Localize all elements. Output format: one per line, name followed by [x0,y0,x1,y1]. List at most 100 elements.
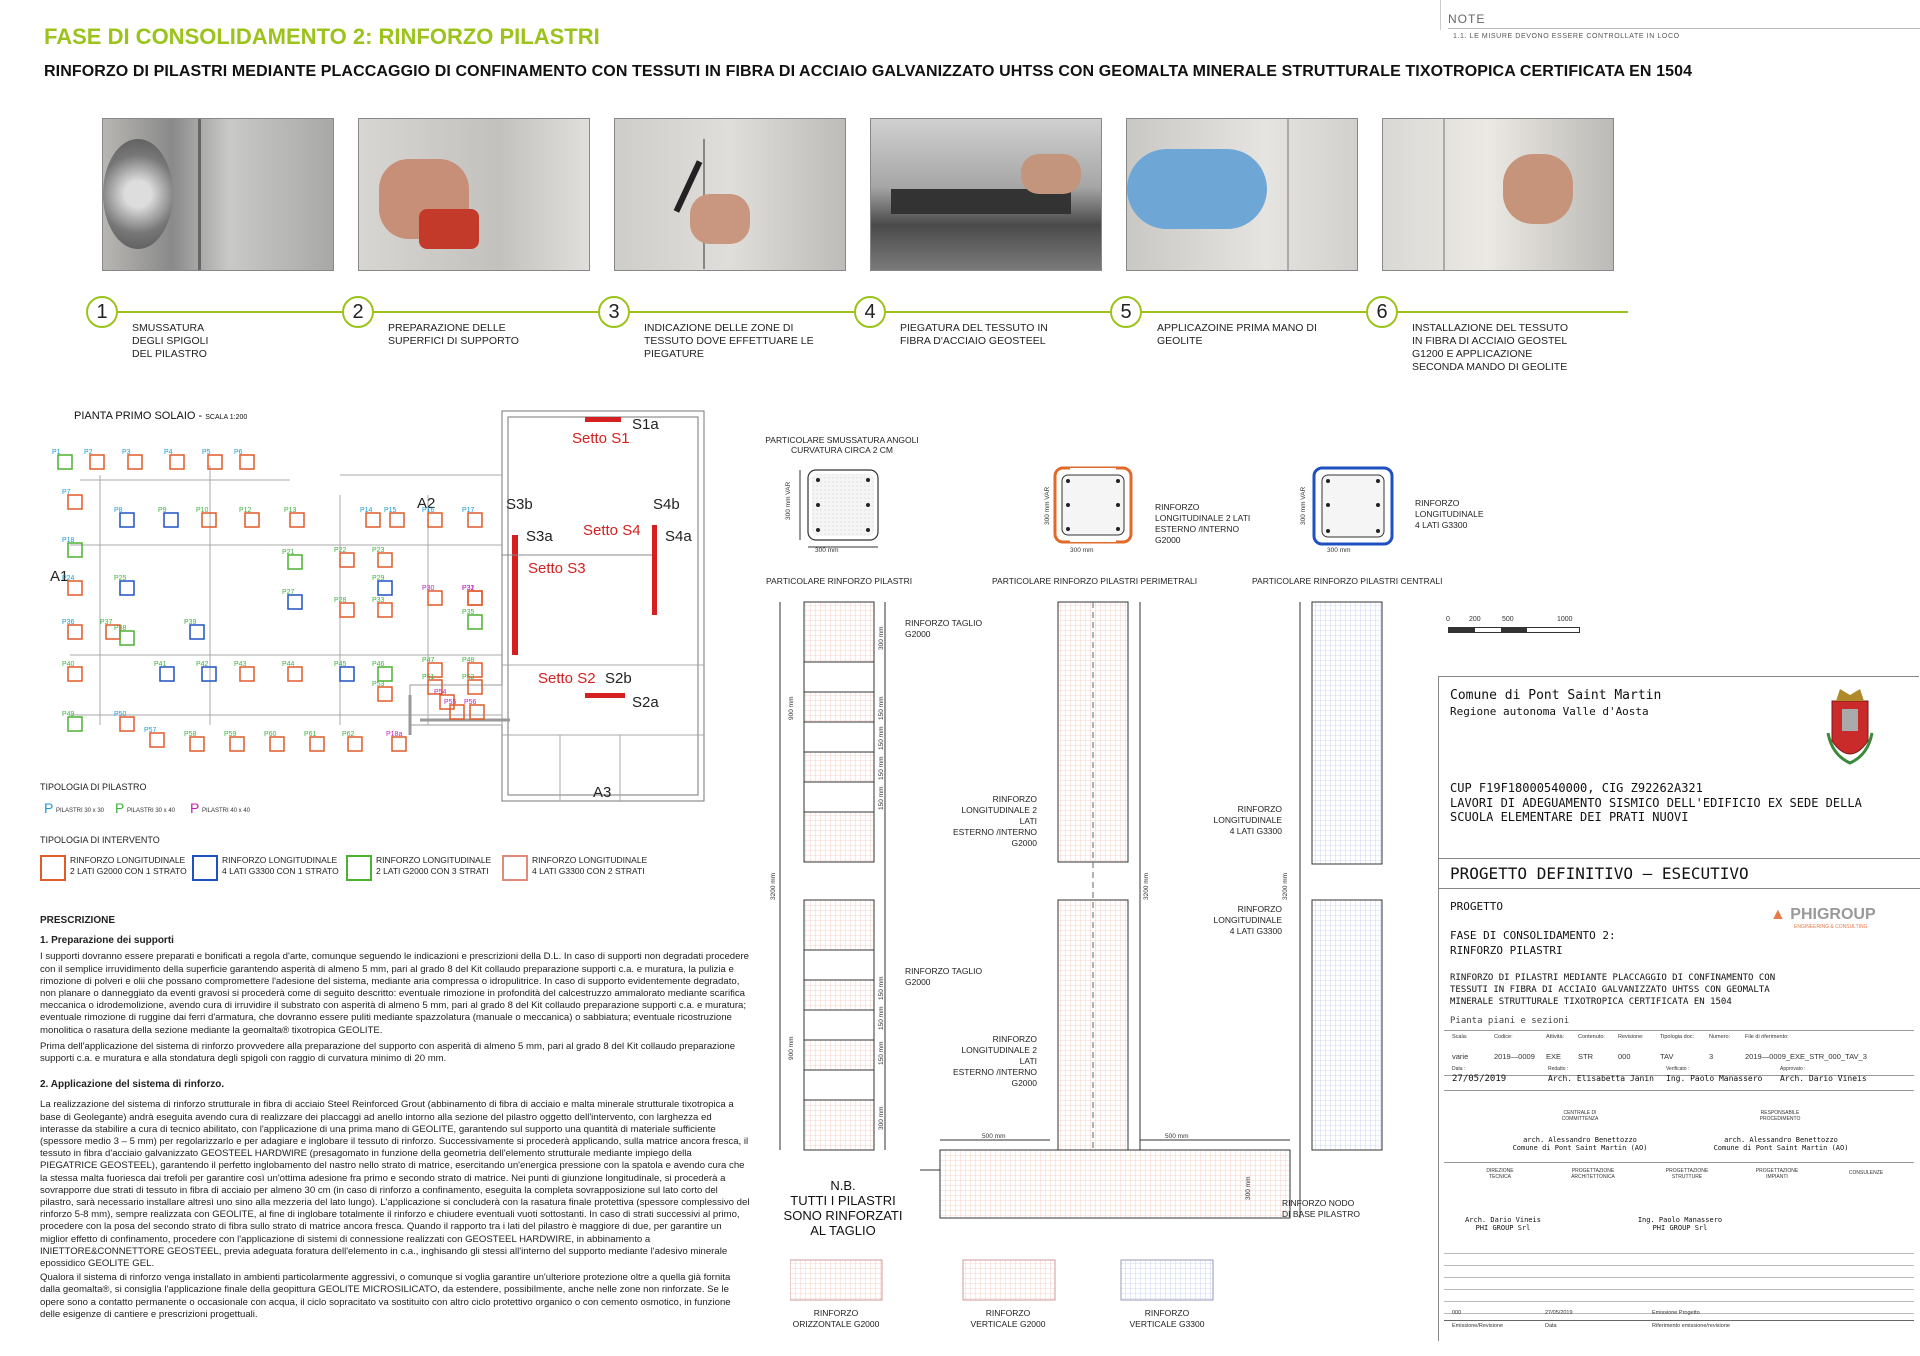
nb-note: N.B. TUTTI I PILASTRI SONO RINFORZATI AL… [783,1178,903,1238]
section-s3a: S3a [526,528,553,545]
setto-s3-label: Setto S3 [528,560,586,577]
code-v-attivita: EXE [1546,1052,1562,1061]
centrale-label: CENTRALE DI COMMITTENZA [1561,1110,1599,1122]
intervention-2-swatch [192,855,218,881]
photo-step-3 [614,118,846,271]
pillar-marker [57,454,73,470]
pillar-label: P21 [282,549,295,556]
photo-step-1 [102,118,334,271]
pillar-type-2-letter: P [115,800,125,816]
detail-1-title: PARTICOLARE SMUSSATURA ANGOLI CURVATURA … [765,435,919,455]
legend-mesh-2: RINFORZO VERTICALE G2000 [970,1308,1046,1329]
photo-step-2 [358,118,590,271]
setto-s2-wall [585,693,625,698]
pillar-label: P6 [234,449,243,456]
pillar-label: P60 [264,731,277,738]
pillar-marker [377,666,393,682]
tb-sub: Pianta piani e sezioni [1450,1016,1570,1026]
legend-mesh-3: RINFORZO VERTICALE G3300 [1129,1308,1205,1329]
pillar-marker [449,704,465,720]
col1-dim-300: 300 mm [878,626,885,650]
pillar-marker [119,512,135,528]
column-2-elevation [939,601,1291,1219]
photo-step-5 [1126,118,1358,271]
rev-row-ref: Emissione Progetto [1652,1310,1700,1316]
base-dim-300: 300 mm [1245,1176,1252,1200]
phigroup-logo-sub: ENGINEERING & CONSULTING [1794,924,1868,930]
pillar-marker [119,580,135,596]
rev-divider [1444,1320,1914,1321]
setto-s2-label: Setto S2 [538,670,596,687]
step-6-circle: 6 [1366,296,1398,328]
pillar-label: P1 [52,449,61,456]
code-v-numero: 3 [1709,1052,1714,1061]
plan-scale: SCALA 1:200 [205,414,248,421]
section-s2b: S2b [605,670,632,687]
setto-s1-label: Setto S1 [572,430,630,447]
pillar-label: P27 [282,589,295,596]
col1-dim-3200: 3200 mm [770,872,777,900]
sig-2: Ing. Paolo Manassero PHI GROUP Srl [1637,1216,1723,1232]
pillar-marker [189,736,205,752]
verificato-label: Verificato : [1666,1066,1690,1072]
pillar-marker [377,686,393,702]
pillar-marker [119,716,135,732]
detail-1-dim-h: 300 mm [815,547,839,554]
code-h-numero: Numero: [1709,1034,1731,1040]
pillar-label: P30 [422,585,435,592]
pillar-marker [365,512,381,528]
tb-divider-2 [1438,888,1920,889]
pillar-label: P36 [62,619,75,626]
page-title: FASE DI CONSOLIDAMENTO 2: RINFORZO PILAS… [44,24,600,49]
detail-2-dim-v: 300 mm VAR [1044,486,1051,525]
pillar-marker [127,454,143,470]
pillar-marker [163,512,179,528]
code-h-contenuto: Contenuto: [1578,1034,1605,1040]
step-4-circle: 4 [854,296,886,328]
pillar-marker [189,624,205,640]
data-label: Data : [1452,1066,1466,1072]
prescription-h2: 2. Applicazione del sistema di rinforzo. [40,1079,225,1091]
detail-2-section [1053,466,1133,544]
col3-mid-label: RINFORZO LONGITUDINALE 4 LATI G3300 [1213,904,1283,936]
step-1-circle: 1 [86,296,118,328]
pillar-marker [229,736,245,752]
pillar-marker [377,602,393,618]
role-3: PROGETTAZIONE STRUTTURE [1665,1168,1709,1180]
col1-dim-900b: 900 mm [788,1036,795,1060]
tb-code-table [1444,1030,1914,1076]
intervention-3-text: RINFORZO LONGITUDINALE 2 LATI G2000 CON … [376,855,492,876]
col3-top-label: RINFORZO LONGITUDINALE 4 LATI G3300 [1213,804,1283,836]
pillar-type-2-text: PILASTRI 30 x 40 [127,808,176,814]
plan-title-text: PIANTA PRIMO SOLAIO - [74,410,203,422]
pillar-label: P48 [462,657,475,664]
pillar-marker [467,590,483,606]
pillar-label: P12 [239,507,252,514]
role-5: CONSULENZE [1848,1170,1884,1176]
tb-divider-4 [1444,1162,1914,1163]
base-dim-500a: 500 mm [982,1133,1006,1140]
pillar-label: P61 [304,731,317,738]
pillar-marker [67,542,83,558]
pillar-marker [347,736,363,752]
rev-head-1: Emissione/Revisione [1452,1323,1504,1329]
pillar-label: P41 [154,661,167,668]
scale-0: 0 [1446,616,1450,623]
floor-plan: Setto S1 Setto S4 Setto S3 Setto S2 S1a … [50,410,705,802]
col1-dim-150g: 150 mm [878,1041,885,1065]
prescription-p4: Qualora il sistema di rinforzo venga ins… [40,1272,731,1320]
code-v-contenuto: STR [1578,1052,1593,1061]
code-h-tipologia: Tipologia doc: [1660,1034,1695,1040]
setto-s3-wall [512,535,518,655]
setto-s4-wall [652,525,657,615]
pillar-label: P43 [234,661,247,668]
pillar-marker [67,716,83,732]
pillar-marker [467,679,483,695]
pillar-label: P7 [62,489,71,496]
approvato-label: Approvato : [1780,1066,1806,1072]
tb-tav-desc: RINFORZO DI PILASTRI MEDIANTE PLACCAGGIO… [1450,973,1776,1007]
pillar-marker [207,454,223,470]
pillar-marker [287,594,303,610]
pillar-label: P16 [422,507,435,514]
